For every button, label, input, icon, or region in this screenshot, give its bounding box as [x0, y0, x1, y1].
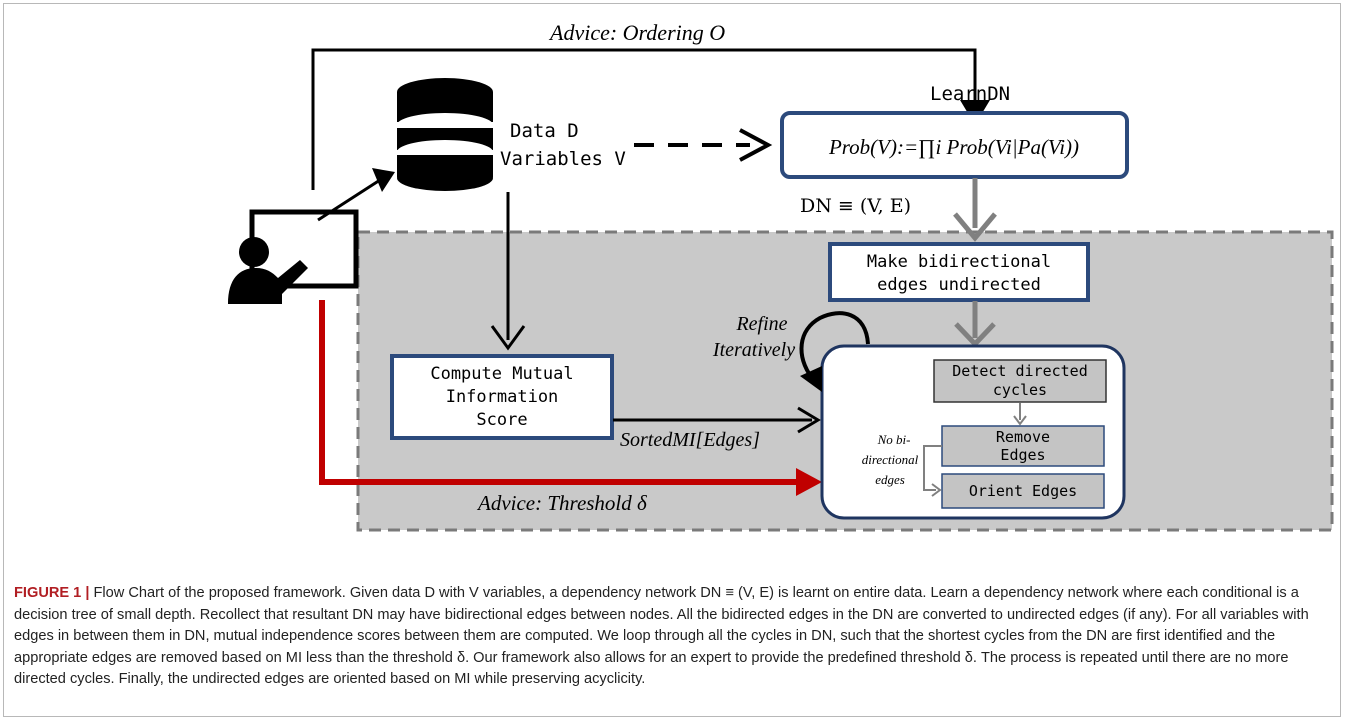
caption-text: Flow Chart of the proposed framework. Gi… — [14, 585, 1309, 687]
flow-chart-diagram: Advice: Ordering O Data D Variables V Le… — [228, 20, 1334, 532]
data-label: Data D — [510, 120, 579, 142]
figure-caption: FIGURE 1 | Flow Chart of the proposed fr… — [14, 583, 1332, 691]
learndn-to-bidir-arrowhead — [953, 212, 997, 242]
make-bidir-line1: Make bidirectional — [867, 252, 1051, 272]
detect-to-remove-arrowhead — [1013, 415, 1027, 426]
detect-cycles-box — [933, 359, 1107, 403]
detect-line1: Detect directed — [952, 362, 1087, 380]
advice-threshold-label: Advice: Threshold δ — [476, 491, 648, 515]
compute-mi-box — [390, 354, 614, 440]
orient-edges-box — [941, 473, 1105, 509]
remove-line1: Remove — [996, 428, 1050, 446]
orient-edges-label: Orient Edges — [969, 482, 1077, 500]
expert-presenter-icon — [228, 209, 359, 304]
no-bidir-bracket-arrowhead — [931, 483, 942, 497]
refine-line1: Refine — [735, 313, 787, 335]
bidir-to-cycle-box-arrowhead — [954, 322, 996, 348]
no-bidir-line3: edges — [875, 472, 905, 487]
dashed-arrowhead — [739, 128, 773, 162]
advice-threshold-arrowhead — [796, 468, 822, 496]
refine-loop-arrow — [799, 311, 870, 380]
mi-to-cycle-box-arrowhead — [797, 406, 821, 434]
sorted-mi-label: SortedMI[Edges] — [620, 429, 760, 451]
no-bidir-line2: directional — [862, 452, 919, 467]
remove-edges-box — [941, 425, 1105, 467]
data-to-mi-arrowhead — [490, 325, 526, 351]
prob-formula: Prob(V):=∏i Prob(Vi|Pa(Vi)) — [828, 135, 1079, 159]
expert-to-data-arrow — [317, 178, 381, 222]
remove-line2: Edges — [1000, 446, 1045, 464]
make-bidirectional-box — [828, 242, 1090, 302]
no-bidir-line1: No bi- — [877, 432, 911, 447]
dn-definition: DN ≡ (V, E) — [800, 195, 911, 217]
compute-mi-line3: Score — [476, 410, 527, 430]
learndn-prob-box — [780, 111, 1129, 179]
compute-mi-line1: Compute Mutual — [430, 364, 573, 384]
detect-line2: cycles — [993, 381, 1047, 399]
no-bidir-bracket-arrow — [923, 445, 942, 491]
refine-loop-arrowhead — [800, 366, 822, 392]
make-bidir-line2: edges undirected — [877, 275, 1041, 295]
variables-label: Variables V — [500, 148, 626, 170]
learndn-label: LearnDN — [930, 83, 1010, 105]
advice-ordering-arrow — [311, 48, 977, 190]
compute-mi-line2: Information — [446, 387, 559, 407]
expert-to-data-arrowhead — [372, 168, 395, 192]
database-icon — [397, 78, 493, 191]
figure-label: FIGURE 1 | — [14, 585, 90, 601]
refine-line2: Iteratively — [712, 339, 795, 361]
advice-ordering-label: Advice: Ordering O — [548, 20, 725, 45]
advice-threshold-arrow — [319, 300, 800, 485]
